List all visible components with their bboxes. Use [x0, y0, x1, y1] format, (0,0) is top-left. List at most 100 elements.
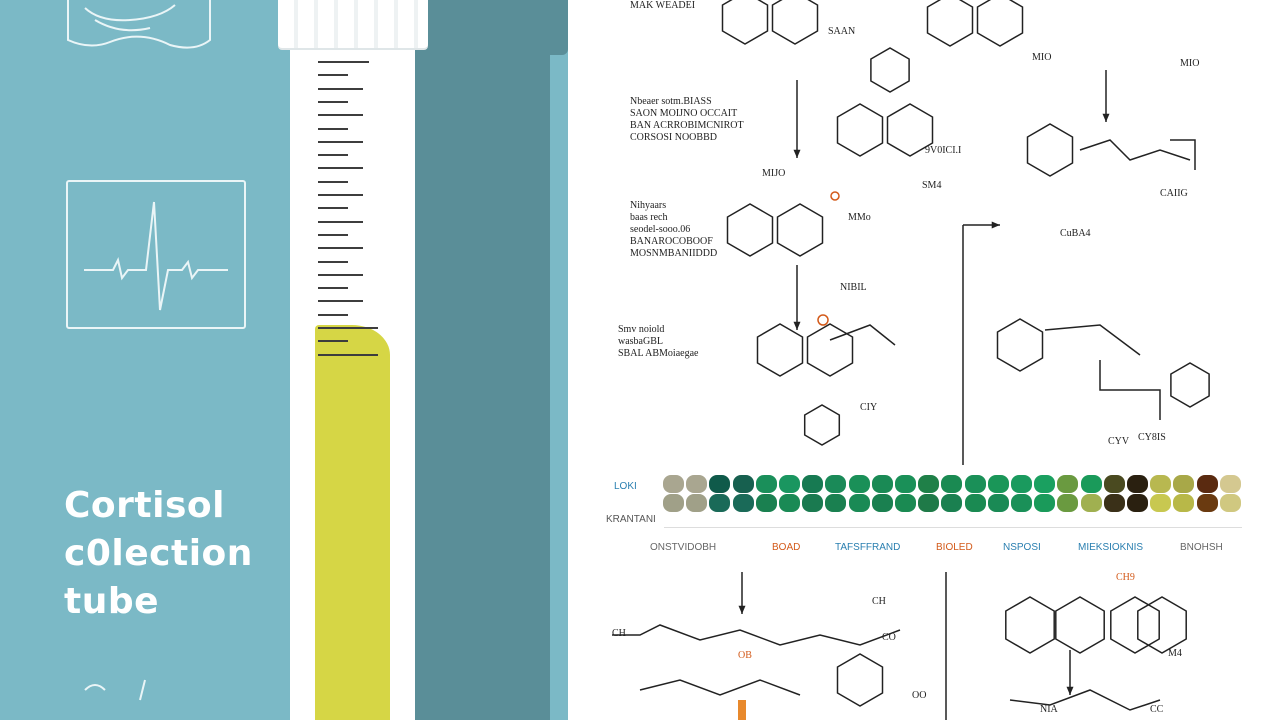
grid-cell [802, 494, 824, 512]
label: CAIIG [1160, 188, 1188, 199]
annotation-line: CORSOSI NOOBBD [630, 132, 717, 143]
tube-tick [318, 61, 369, 63]
grid-cell [825, 494, 847, 512]
tube-tick [318, 233, 348, 236]
title-line: c0lection [64, 533, 253, 574]
grid-cell [941, 475, 963, 493]
label: MIO [1032, 52, 1052, 63]
arrow-icon [793, 321, 801, 330]
oxygen-atom [830, 191, 840, 201]
tube-tick [318, 167, 363, 170]
grid-cell [1011, 494, 1032, 512]
label: CH [872, 596, 886, 607]
grid-cell [802, 475, 824, 493]
tube-tick [318, 154, 348, 157]
tube-tick [318, 353, 378, 356]
bond [1009, 689, 1161, 711]
arrow-icon [793, 149, 801, 158]
column-label: BOAD [772, 542, 801, 553]
benzene-ring [836, 103, 884, 157]
grid-cell [895, 494, 916, 512]
benzene-ring [836, 653, 884, 707]
grid-cell [825, 475, 847, 493]
arrow-icon [991, 221, 1000, 229]
grid-cell [755, 475, 777, 493]
benzene-ring [996, 318, 1044, 372]
benzene-ring [776, 203, 824, 257]
benzene-ring [886, 103, 934, 157]
benzene-ring [1137, 596, 1187, 654]
bond [1170, 139, 1196, 170]
benzene-ring [1170, 362, 1210, 408]
benzene-ring [870, 47, 910, 93]
bond [612, 624, 901, 646]
grid-cell [1103, 475, 1125, 493]
label: SAAN [828, 26, 856, 37]
label: MMo [848, 212, 871, 223]
label: SM4 [922, 180, 942, 191]
grid-cell [871, 494, 893, 512]
grid-cell [918, 475, 940, 493]
grid-cell [1034, 475, 1056, 493]
label: CH9 [1116, 572, 1135, 583]
grid-cell [1196, 475, 1218, 493]
title: Cortisol c0lection tube [64, 482, 253, 626]
grid-cell [1103, 494, 1125, 512]
grid-cell [732, 494, 754, 512]
grid-cell [1219, 494, 1241, 512]
tube-tick [318, 260, 348, 263]
tube-tick [318, 287, 348, 290]
annotation-line: MOSNMBANIIDDD [630, 248, 718, 259]
title-line: tube [64, 581, 160, 622]
grid-cell [964, 475, 986, 493]
label: MIO [1180, 58, 1200, 69]
tube-tick [318, 247, 363, 250]
divider [664, 527, 1242, 528]
label: CH [612, 628, 626, 639]
label: CIY [860, 402, 878, 413]
grid-cell [1057, 494, 1079, 512]
label: M4 [1168, 648, 1182, 659]
grid-cell [663, 494, 684, 512]
annotation-line: Nihyaars [630, 200, 667, 211]
column-label: TAFSFFRAND [835, 542, 901, 553]
grid-cell [941, 494, 963, 512]
grid-cell [987, 494, 1009, 512]
grid-cell [1011, 475, 1032, 493]
bond [1099, 360, 1161, 420]
benzene-ring [756, 323, 804, 377]
column-label: NSPOSI [1003, 542, 1041, 553]
grid-cell [1150, 475, 1172, 493]
grid-cell [755, 494, 777, 512]
arrow-icon [738, 605, 746, 614]
annotation-line: BANAROCOBOOF [630, 236, 713, 247]
grid-cell [1173, 494, 1195, 512]
grid-cell [686, 475, 708, 493]
grid-cell [1219, 475, 1241, 493]
row-label: KRANTANI [606, 514, 656, 525]
tube-tick [318, 87, 363, 90]
arrow-icon [1066, 686, 1074, 695]
benzene-ring [721, 0, 769, 45]
tube-tick [318, 220, 363, 223]
benzene-ring [771, 0, 819, 45]
tube-tick [318, 313, 348, 316]
grid-cell [918, 494, 940, 512]
annotation-line: seodel-sooo.06 [630, 224, 691, 235]
tube-cap [278, 0, 428, 48]
tube-liquid [315, 325, 390, 720]
grid-cell [1127, 494, 1148, 512]
benzene-ring [803, 404, 841, 446]
bond [829, 324, 896, 346]
label: MIJO [762, 168, 786, 179]
tube-tick [318, 273, 363, 276]
label: NIBIL [840, 282, 867, 293]
grid-cell [709, 475, 731, 493]
tube-tick [318, 114, 363, 117]
benzene-ring [976, 0, 1024, 47]
grid-cell [895, 475, 916, 493]
label: OB [738, 650, 752, 661]
row-label: LOKI [614, 481, 637, 492]
